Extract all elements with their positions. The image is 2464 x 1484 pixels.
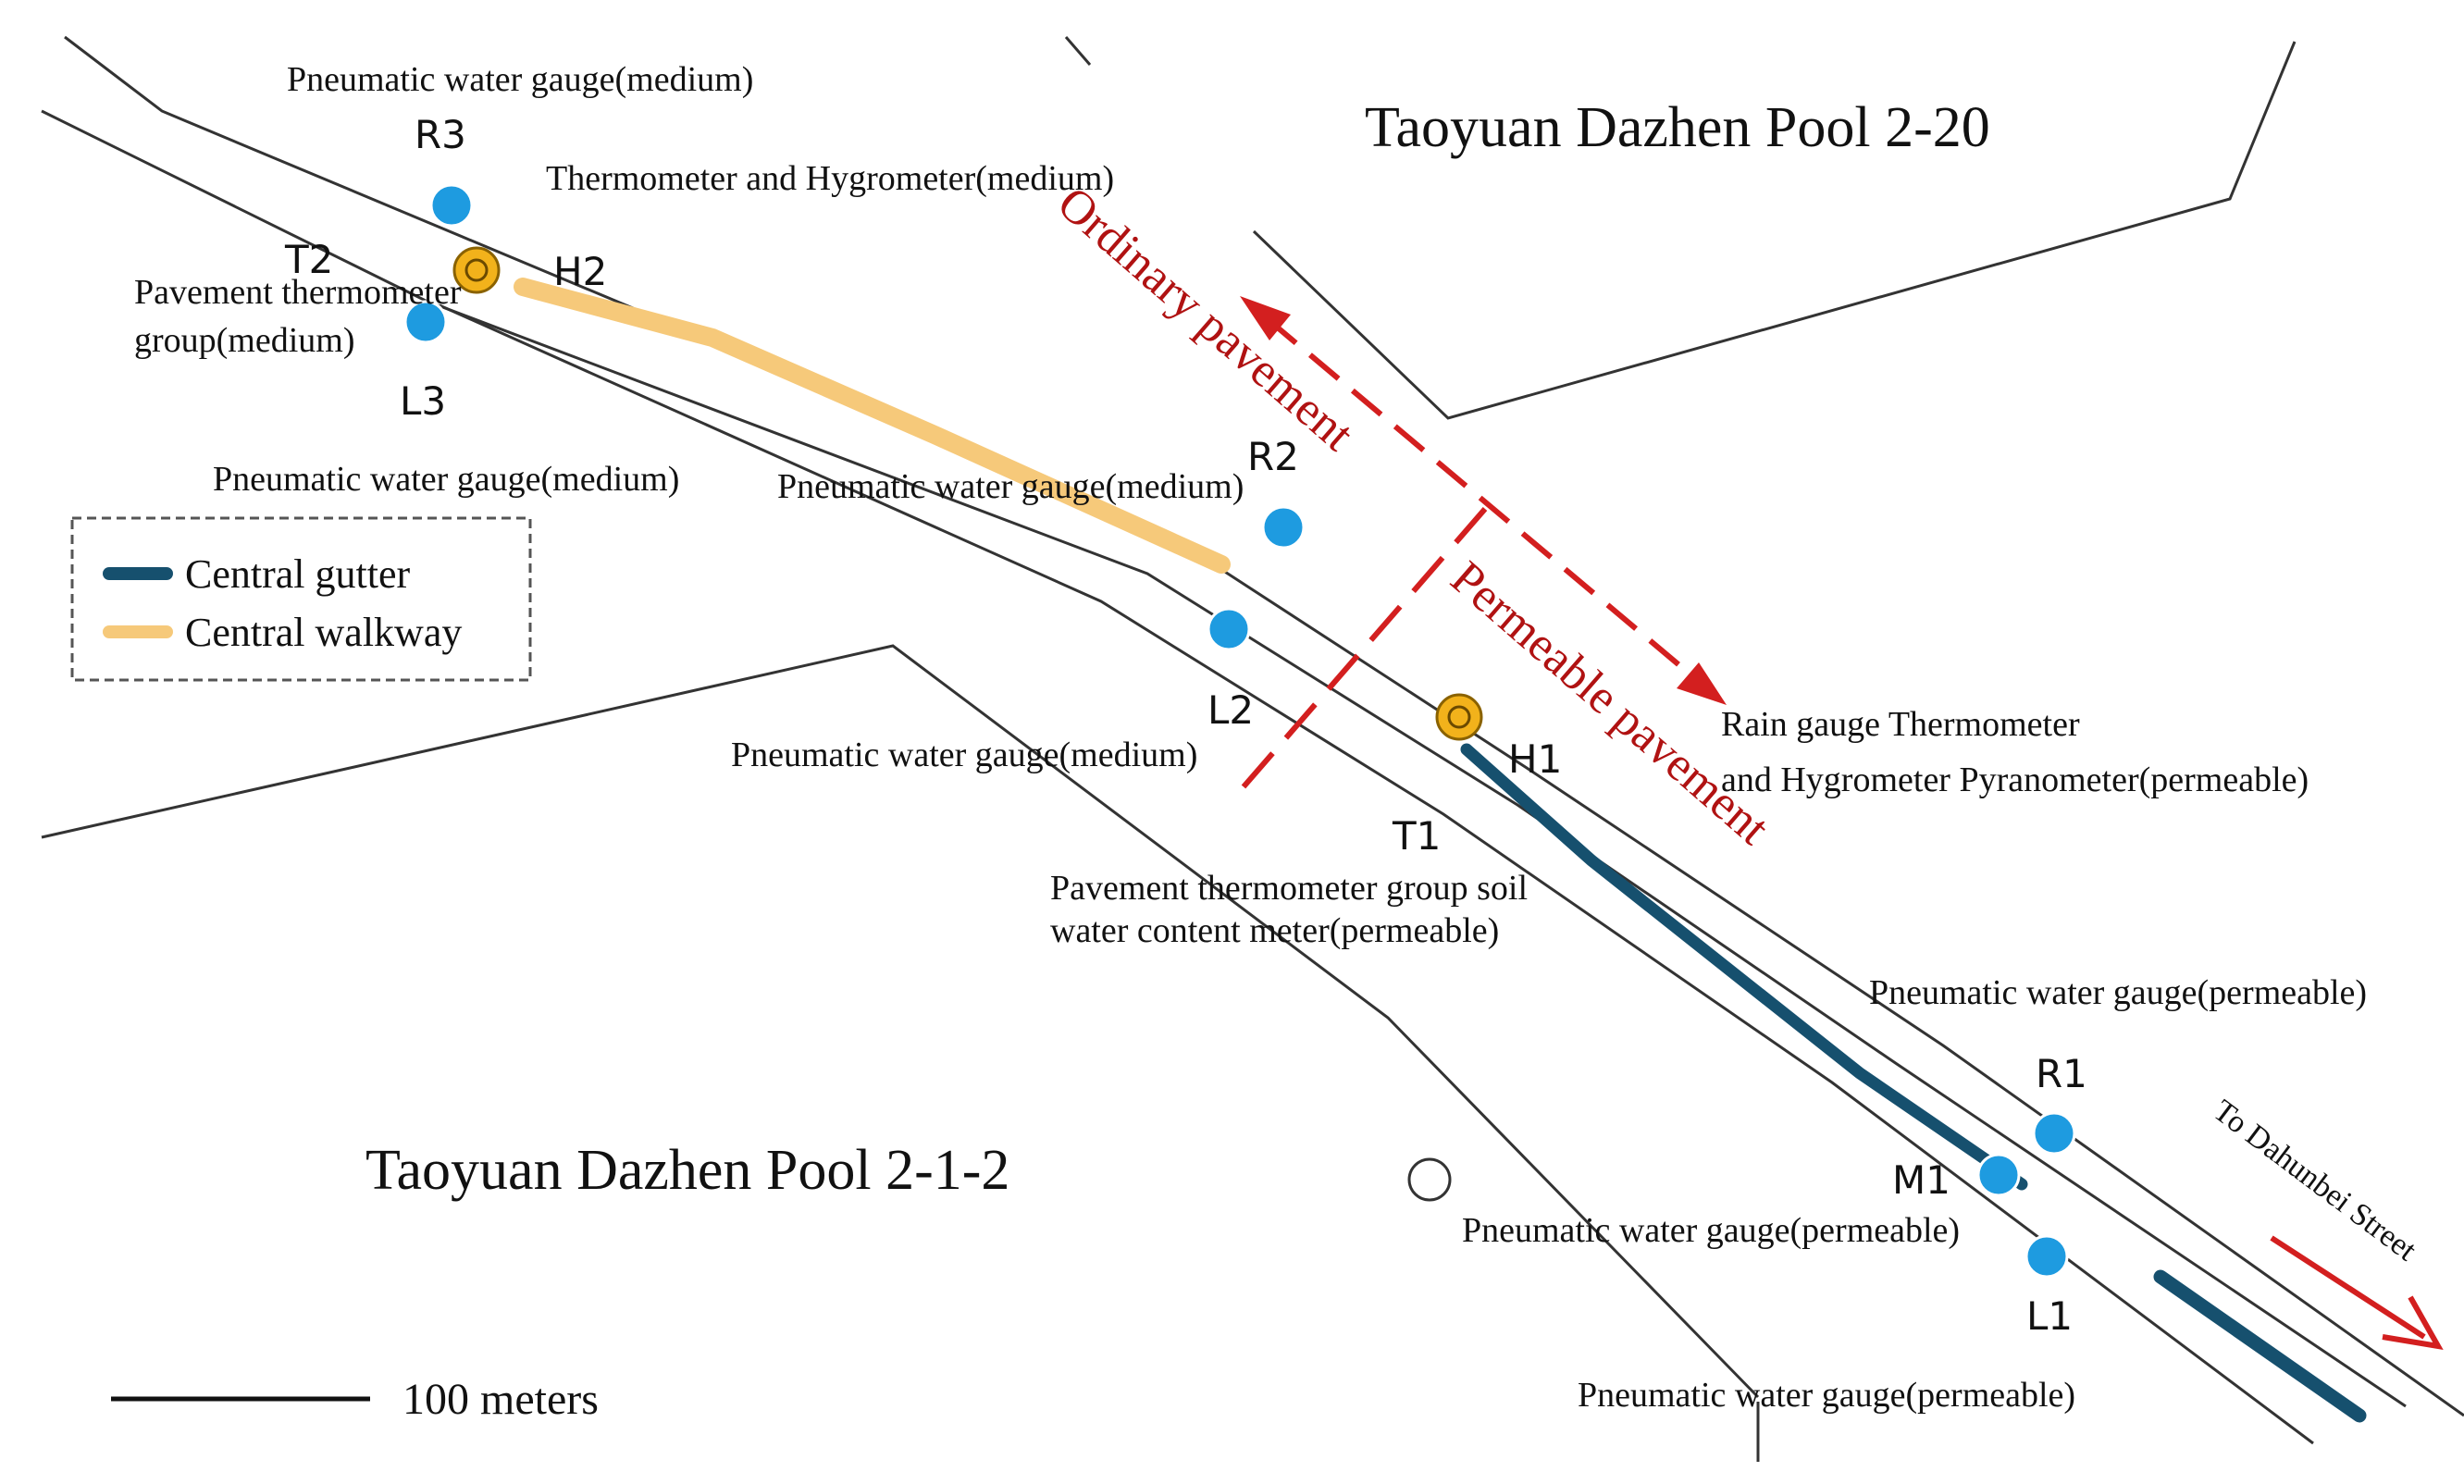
road-edge-center-north bbox=[41, 109, 2407, 1408]
sensor-h1[interactable] bbox=[1435, 693, 1483, 741]
legend: Central gutter Central walkway bbox=[70, 516, 532, 682]
permeable-pavement-label: Permeable pavement bbox=[1441, 551, 1779, 855]
label-t2-line2: group(medium) bbox=[134, 321, 355, 360]
sensor-h1-inner bbox=[1447, 705, 1471, 729]
gauge-r2[interactable] bbox=[1261, 505, 1306, 550]
pool-2-1-2-label: Taoyuan Dazhen Pool 2-1-2 bbox=[365, 1139, 1009, 1202]
sensor-h1-outer bbox=[1435, 693, 1483, 741]
gauge-r3[interactable] bbox=[429, 183, 474, 228]
gauge-markers bbox=[403, 183, 2076, 1279]
code-l3: L3 bbox=[400, 378, 446, 424]
scale-bar: 100 meters bbox=[111, 1375, 599, 1424]
code-l1: L1 bbox=[2026, 1293, 2073, 1339]
pool-2-20-boundary bbox=[1252, 41, 2297, 420]
label-t2-line1: Pavement thermometer bbox=[134, 273, 462, 312]
legend-walkway-label: Central walkway bbox=[185, 610, 462, 655]
legend-gutter-label: Central gutter bbox=[185, 551, 410, 597]
direction-arrow-head bbox=[2382, 1295, 2444, 1350]
code-h1: H1 bbox=[1508, 736, 1562, 782]
direction-label: To Dahunbei Street bbox=[2207, 1094, 2422, 1268]
code-t1: T1 bbox=[1392, 813, 1441, 859]
label-r1: Pneumatic water gauge(permeable) bbox=[1869, 973, 2367, 1012]
central-walkway bbox=[514, 278, 1231, 574]
label-m1: Pneumatic water gauge(permeable) bbox=[1462, 1211, 1960, 1250]
direction-arrow-shaft bbox=[2270, 1235, 2426, 1340]
label-r2: Pneumatic water gauge(medium) bbox=[777, 467, 1244, 506]
sensor-h2-inner bbox=[464, 258, 489, 282]
code-r1: R1 bbox=[2036, 1051, 2087, 1096]
sensor-h2[interactable] bbox=[452, 246, 501, 294]
central-gutter-segment-2 bbox=[2153, 1269, 2367, 1423]
road-lines bbox=[41, 35, 2464, 1462]
scale-bar-label: 100 meters bbox=[402, 1375, 599, 1424]
code-r3: R3 bbox=[415, 112, 466, 157]
label-h1-line2: and Hygrometer Pyranometer(permeable) bbox=[1721, 761, 2309, 799]
central-gutter-segment-1 bbox=[1460, 743, 2028, 1191]
gauge-m1[interactable] bbox=[1976, 1153, 2021, 1197]
zone-arrow-shaft bbox=[1266, 316, 1704, 687]
zone-divider bbox=[1237, 507, 1488, 793]
road-edge-south bbox=[41, 644, 1760, 1399]
label-t1-line2: water content meter(permeable) bbox=[1050, 911, 1499, 950]
label-h2: Thermometer and Hygrometer(medium) bbox=[546, 159, 1114, 198]
boundary-tick bbox=[1064, 36, 1092, 66]
pool-2-20-label: Taoyuan Dazhen Pool 2-20 bbox=[1365, 96, 1990, 159]
code-l2: L2 bbox=[1207, 687, 1254, 733]
legend-box bbox=[70, 516, 532, 682]
zone-arrow-head-permeable bbox=[1677, 662, 1727, 705]
label-r3: Pneumatic water gauge(medium) bbox=[287, 60, 753, 99]
empty-marker bbox=[1407, 1157, 1452, 1202]
label-l2: Pneumatic water gauge(medium) bbox=[731, 736, 1197, 774]
road-edge-north bbox=[64, 35, 2464, 1417]
gauge-l3[interactable] bbox=[403, 300, 448, 344]
label-h1-line1: Rain gauge Thermometer bbox=[1721, 705, 2080, 744]
zone-direction-arrow bbox=[1266, 316, 1704, 687]
gauge-l1[interactable] bbox=[2024, 1234, 2069, 1279]
label-l3: Pneumatic water gauge(medium) bbox=[213, 460, 679, 499]
code-m1: M1 bbox=[1892, 1157, 1950, 1203]
gauge-r1[interactable] bbox=[2032, 1111, 2076, 1156]
code-r2: R2 bbox=[1247, 434, 1299, 479]
label-t1-line1: Pavement thermometer group soil bbox=[1050, 869, 1528, 908]
zone-divider-line bbox=[1237, 507, 1488, 793]
sensor-h2-outer bbox=[452, 246, 501, 294]
code-h2: H2 bbox=[553, 249, 607, 294]
code-t2: T2 bbox=[284, 237, 333, 282]
label-l1: Pneumatic water gauge(permeable) bbox=[1578, 1376, 2075, 1415]
gauge-l2[interactable] bbox=[1207, 607, 1251, 651]
road-edge-center-south bbox=[439, 303, 2314, 1445]
ordinary-pavement-label: Ordinary pavement bbox=[1047, 177, 1364, 462]
zone-arrow-head-ordinary bbox=[1240, 296, 1291, 340]
